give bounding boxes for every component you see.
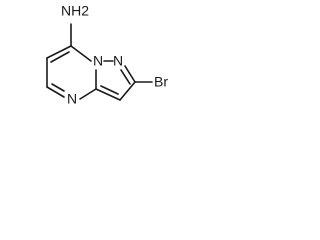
bond-c7-c6 <box>46 45 72 59</box>
atom-labels: NH2 N N N Br <box>61 3 168 107</box>
bond-c3-c3a <box>95 88 121 101</box>
bromine-label: Br <box>154 74 168 90</box>
bond-c3-c3a-double <box>100 85 119 95</box>
bond-n-pyrazole-c2-double <box>120 69 131 85</box>
bond-c5-n4 <box>46 86 65 98</box>
bonds <box>46 23 153 101</box>
bond-n-pyrazole-c2 <box>124 65 136 83</box>
bond-c7-n-bridge <box>70 45 92 62</box>
bond-c7-c6-double <box>50 51 70 63</box>
pyrazole-nitrogen-label: N <box>113 53 123 69</box>
bond-c5-n4-double <box>51 83 65 92</box>
chemical-structure: NH2 N N N Br <box>46 3 168 107</box>
bond-c2-c3 <box>119 81 136 101</box>
pyrimidine-nitrogen-label: N <box>67 91 77 107</box>
bridgehead-nitrogen-label: N <box>93 53 103 69</box>
bond-n4-c3a <box>79 88 97 100</box>
amine-label: NH2 <box>61 3 89 19</box>
